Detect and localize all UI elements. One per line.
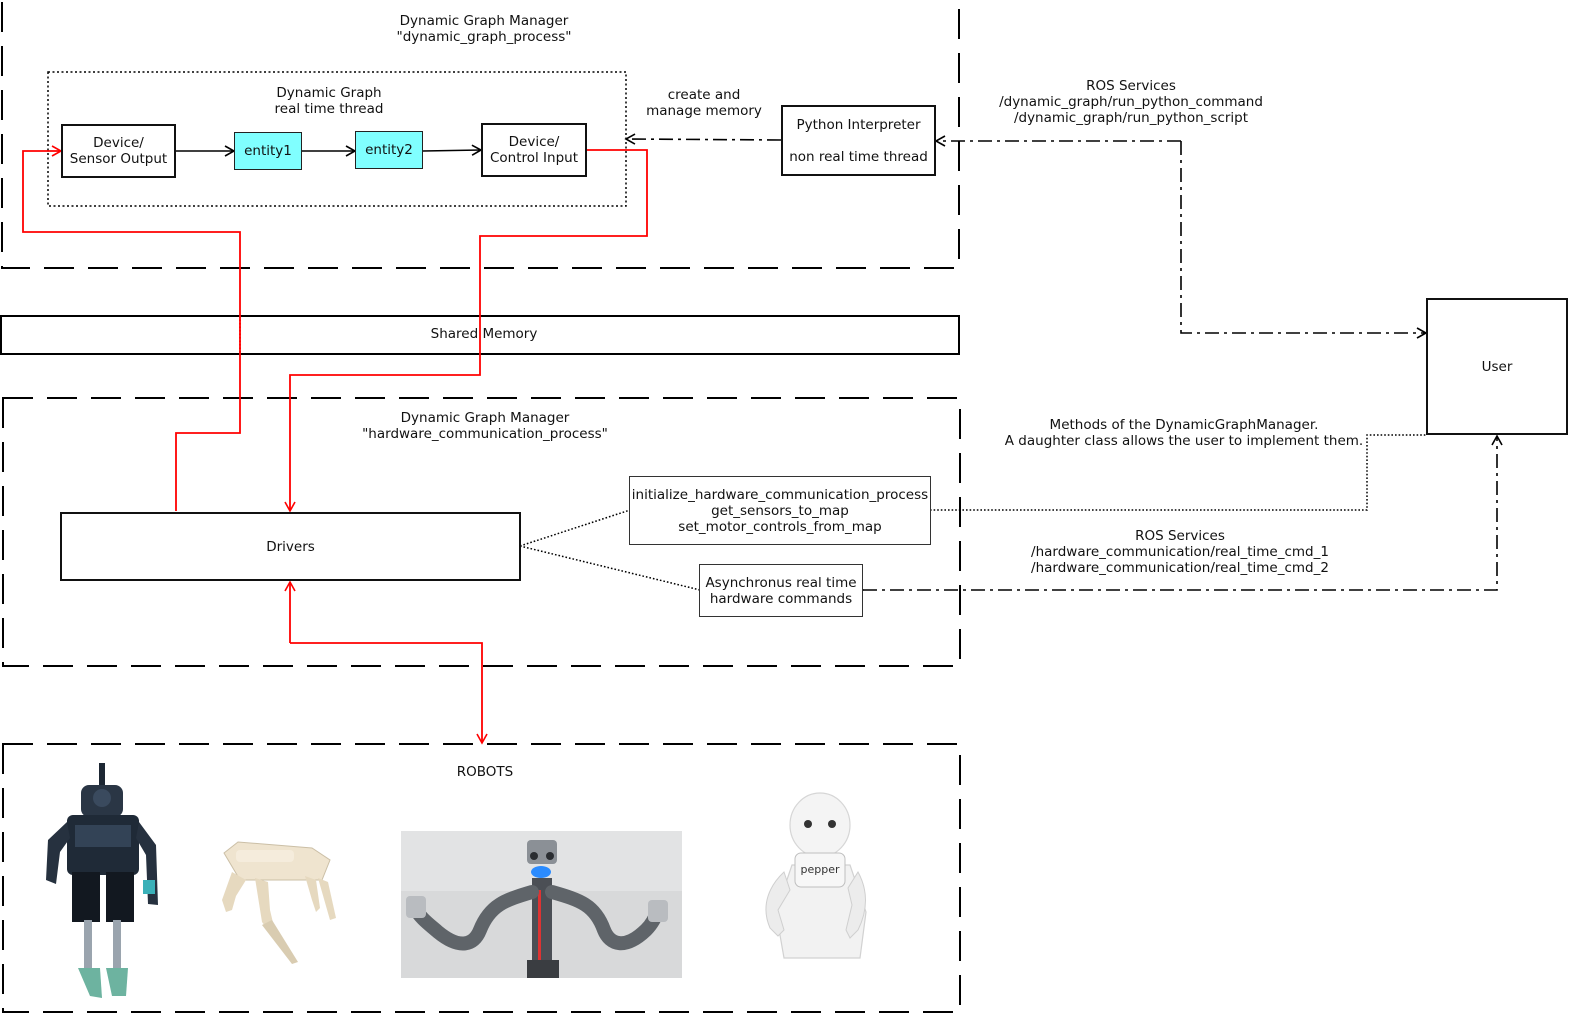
python-interpreter-line1: Python Interpreter: [796, 116, 921, 133]
user-label: User: [1481, 358, 1513, 375]
hw-process-title-text: Dynamic Graph Manager: [400, 410, 570, 426]
ros-services-hw-cmd2: /hardware_communication/real_time_cmd_2: [1031, 560, 1329, 576]
graph-thread-title: Dynamic Graph real time thread: [249, 85, 409, 117]
ros-services-top-cmd2: /dynamic_graph/run_python_script: [1013, 110, 1249, 126]
entity1-label: entity1: [244, 143, 292, 159]
robots-container: [2, 743, 961, 1013]
device-sensor-output-box: Device/ Sensor Output: [61, 124, 176, 178]
entity1-box: entity1: [234, 132, 302, 170]
dotted-link-methods-to-user: [930, 434, 1426, 511]
red-path-control-to-drivers: [284, 149, 648, 513]
drivers-label: Drivers: [266, 538, 315, 555]
methods-note-line1: Methods of the DynamicGraphManager.: [1049, 417, 1319, 433]
dotted-link-drivers-to-async: [519, 545, 701, 591]
entity2-box: entity2: [355, 131, 423, 169]
memory-label-line2: manage memory: [646, 103, 762, 119]
memory-label-line1: create and: [667, 87, 741, 103]
methods-note: Methods of the DynamicGraphManager. A da…: [1000, 417, 1368, 449]
methods-box: initialize_hardware_communication_proces…: [629, 476, 931, 545]
top-process-subtitle-text: "dynamic_graph_process": [396, 29, 572, 45]
async-commands-box: Asynchronus real time hardware commands: [699, 564, 863, 617]
methods-note-line2: A daughter class allows the user to impl…: [1004, 433, 1364, 449]
quadruped-robot-image: [222, 841, 336, 964]
arrow-python-manage-memory: [624, 133, 782, 145]
ros-link-hw-to-user: [853, 434, 1503, 596]
pepper-screen-label: pepper: [795, 862, 845, 878]
method-item: set_motor_controls_from_map: [678, 518, 882, 535]
python-interpreter-line2: non real time thread: [789, 148, 928, 165]
ros-services-top-label: ROS Services /dynamic_graph/run_python_c…: [990, 78, 1272, 126]
dual-arm-robot-image: [401, 831, 682, 978]
arrow-entity2-to-control: [422, 144, 483, 156]
robots-title: ROBOTS: [435, 764, 535, 780]
hw-process-subtitle-text: "hardware_communication_process": [362, 426, 608, 442]
hardware-process-container: [2, 397, 961, 667]
python-interpreter-box: Python Interpreter non real time thread: [781, 105, 936, 176]
user-box: User: [1426, 298, 1568, 435]
async-commands-line1: Asynchronus real time: [705, 574, 857, 591]
top-process-title-text: Dynamic Graph Manager: [399, 13, 569, 29]
method-item: initialize_hardware_communication_proces…: [631, 486, 929, 503]
method-item: get_sensors_to_map: [711, 502, 849, 519]
ros-services-top-title: ROS Services: [1086, 78, 1176, 94]
pepper-robot-image: [765, 792, 867, 959]
device-control-input-box: Device/ Control Input: [481, 123, 587, 177]
ros-services-hw-title: ROS Services: [1135, 528, 1225, 544]
pepper-screen-text: pepper: [800, 863, 840, 876]
dotted-link-drivers-to-methods: [519, 509, 631, 547]
humanoid-robot-image: [46, 763, 158, 998]
drivers-box: Drivers: [60, 512, 521, 581]
shared-memory-text: Shared Memory: [430, 326, 538, 342]
device-sensor-output-line1: Device/: [93, 135, 144, 151]
async-commands-line2: hardware commands: [709, 590, 853, 607]
device-sensor-output-line2: Sensor Output: [69, 151, 168, 167]
red-path-drivers-to-sensor: [22, 145, 241, 511]
dynamic-graph-process-container: [1, 2, 960, 269]
robots-title-text: ROBOTS: [456, 764, 514, 780]
ros-link-to-user: [1180, 141, 1428, 339]
top-process-title: Dynamic Graph Manager "dynamic_graph_pro…: [384, 13, 584, 45]
red-path-drivers-to-robots: [290, 642, 488, 745]
ros-services-hw-cmd1: /hardware_communication/real_time_cmd_1: [1031, 544, 1329, 560]
graph-thread-title-text: Dynamic Graph: [276, 85, 382, 101]
ros-services-hw-label: ROS Services /hardware_communication/rea…: [1026, 528, 1334, 576]
hw-process-title: Dynamic Graph Manager "hardware_communic…: [345, 410, 625, 442]
ros-services-top-cmd1: /dynamic_graph/run_python_command: [999, 94, 1263, 110]
graph-thread-subtitle-text: real time thread: [274, 101, 384, 117]
shared-memory-label: Shared Memory: [400, 326, 568, 342]
device-control-input-line1: Device/: [508, 134, 560, 150]
memory-label: create and manage memory: [634, 87, 774, 119]
entity2-label: entity2: [365, 142, 413, 158]
device-control-input-line2: Control Input: [489, 150, 579, 166]
